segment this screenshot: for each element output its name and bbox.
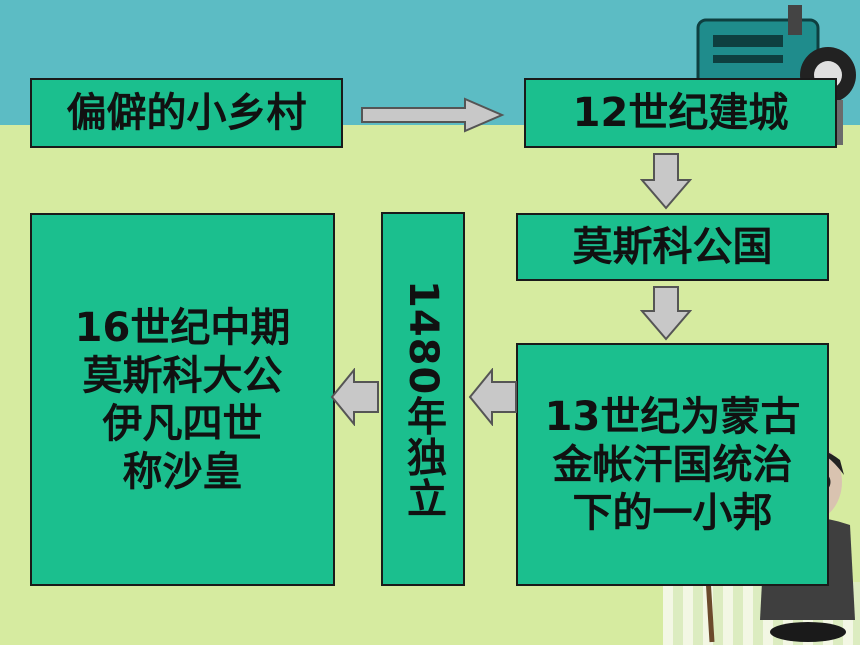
node-independence-label: 1480年独立 [400,279,446,519]
node-tsar-line: 称沙皇 [122,448,243,495]
arrow-left-1 [468,368,517,426]
arrow-down-2 [640,286,692,341]
arrow-down-1 [640,153,692,210]
node-duchy: 莫斯科公国 [516,213,829,281]
node-mongol-line: 下的一小邦 [572,489,773,536]
node-tsar-line: 莫斯科大公 [82,352,283,399]
node-tsar-line: 16世纪中期 [74,304,291,351]
arrow-right [361,97,505,133]
node-tsar-line: 伊凡四世 [102,400,263,447]
node-tsar: 16世纪中期 莫斯科大公 伊凡四世 称沙皇 [30,213,335,586]
arrow-left-2 [330,368,379,426]
node-city: 12世纪建城 [524,78,837,148]
node-mongol-line: 金帐汗国统治 [552,441,793,488]
node-village: 偏僻的小乡村 [30,78,343,148]
node-independence: 1480年独立 [381,212,465,586]
node-mongol: 13世纪为蒙古 金帐汗国统治 下的一小邦 [516,343,829,586]
node-mongol-line: 13世纪为蒙古 [544,393,801,440]
